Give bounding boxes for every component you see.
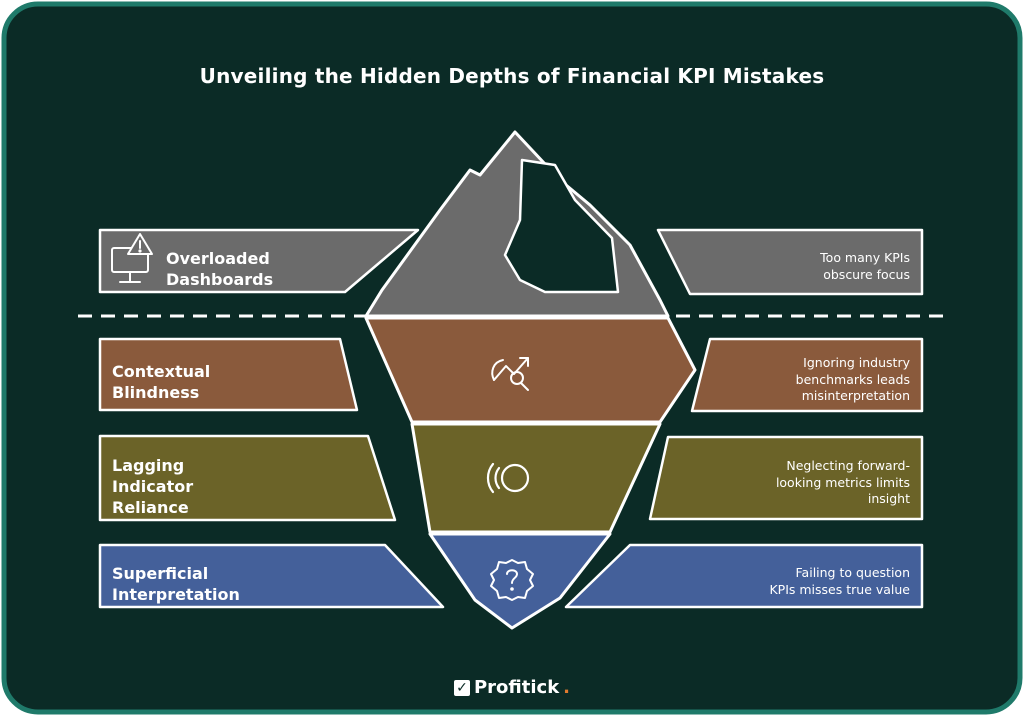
question-badge-icon bbox=[490, 559, 534, 601]
check-icon: ✓ bbox=[453, 679, 470, 696]
chart-magnifier-icon bbox=[491, 357, 529, 391]
band-right-superficial bbox=[564, 543, 924, 609]
band-left-overloaded bbox=[98, 228, 420, 294]
iceberg-layer-lagging bbox=[410, 422, 662, 534]
desc-overloaded: Too many KPIs obscure focus bbox=[820, 250, 910, 282]
brand-dot: . bbox=[563, 677, 571, 698]
label-overloaded: Overloaded Dashboards bbox=[166, 249, 274, 289]
page-title: Unveiling the Hidden Depths of Financial… bbox=[199, 64, 825, 88]
iceberg-cavity bbox=[503, 158, 620, 294]
label-lagging: Lagging Indicator Reliance bbox=[112, 456, 194, 517]
band-right-lagging bbox=[648, 435, 924, 521]
band-left-contextual bbox=[98, 337, 359, 412]
desc-lagging: Neglecting forward- looking metrics limi… bbox=[775, 458, 910, 506]
monitor-warning-icon bbox=[111, 233, 153, 283]
band-left-superficial bbox=[98, 543, 445, 609]
iceberg-layer-contextual bbox=[364, 316, 697, 424]
brand-logo: ✓ Profitick. bbox=[0, 677, 1024, 698]
band-right-contextual bbox=[690, 337, 924, 413]
label-superficial: Superficial Interpretation bbox=[112, 564, 240, 604]
brand-name: Profitick bbox=[473, 677, 560, 698]
band-right-overloaded bbox=[656, 228, 924, 296]
label-contextual: Contextual Blindness bbox=[112, 362, 211, 402]
desc-contextual: Ignoring industry benchmarks leads misin… bbox=[795, 355, 910, 403]
radio-wave-icon bbox=[486, 462, 530, 494]
iceberg-layer-superficial bbox=[428, 532, 612, 630]
band-left-lagging bbox=[98, 434, 397, 522]
desc-superficial: Failing to question KPIs misses true val… bbox=[769, 565, 910, 597]
